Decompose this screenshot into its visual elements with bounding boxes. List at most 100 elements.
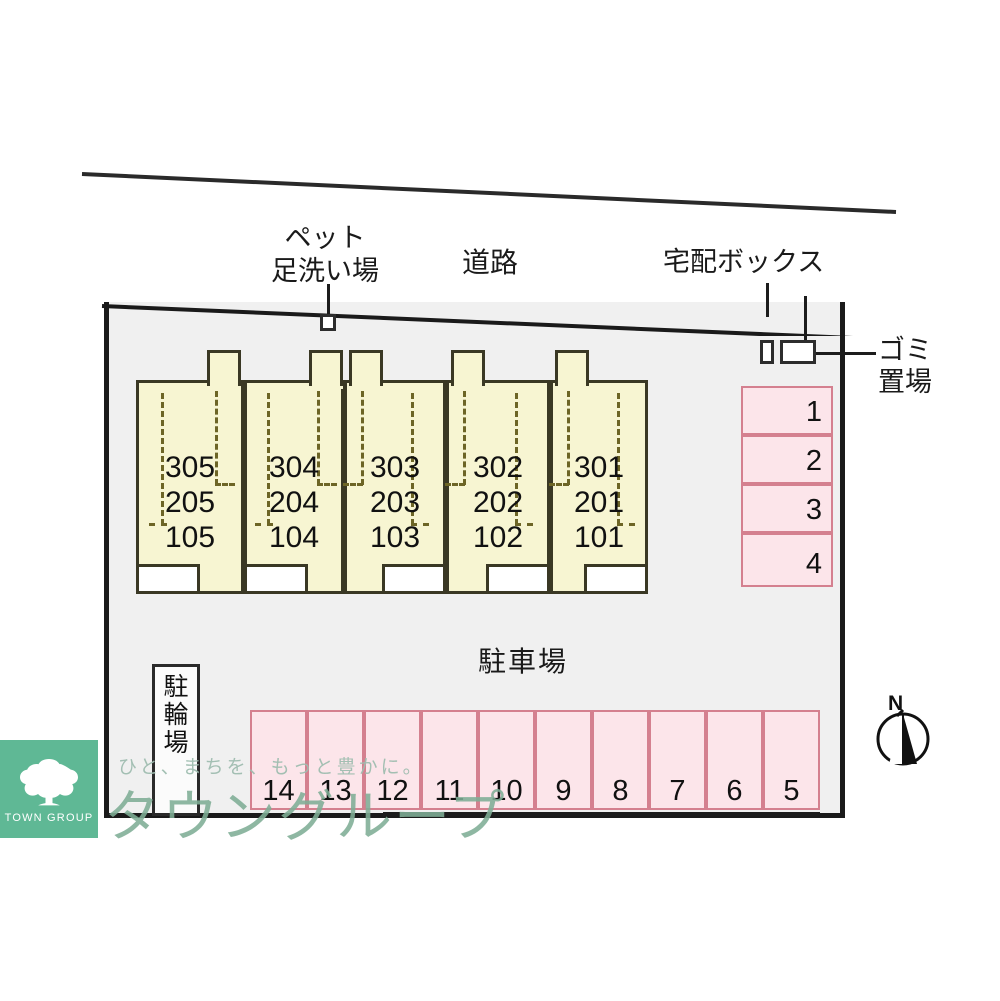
room-numbers-301: 301 201 101 bbox=[553, 450, 645, 555]
parking-stall-13[interactable]: 13 bbox=[307, 710, 364, 810]
parking-stall-4[interactable]: 4 bbox=[741, 533, 833, 587]
parking-stall-number: 11 bbox=[434, 775, 465, 807]
room-numbers-305: 305 205 105 bbox=[139, 450, 241, 555]
parking-stall-7[interactable]: 7 bbox=[649, 710, 706, 810]
pet-wash-label: ペット 足洗い場 bbox=[271, 223, 379, 286]
parking-stall-number: 4 bbox=[805, 548, 822, 580]
room-number: 203 bbox=[369, 485, 421, 519]
compass-rose: N bbox=[872, 692, 934, 772]
parking-stall-10[interactable]: 10 bbox=[478, 710, 535, 810]
partition-dash-foot-303 bbox=[343, 483, 363, 486]
parking-stall-number: 12 bbox=[376, 775, 409, 807]
entrance-balcony-304 bbox=[244, 564, 308, 594]
parking-stall-number: 9 bbox=[555, 775, 572, 807]
unit-column-304[interactable]: 304 204 104 bbox=[244, 350, 344, 594]
stair-notch-305 bbox=[207, 350, 241, 389]
delivery-box-leader-line bbox=[766, 283, 769, 317]
parking-stall-14[interactable]: 14 bbox=[250, 710, 307, 810]
partition-dash-left-301 bbox=[567, 391, 570, 485]
parking-stall-3[interactable]: 3 bbox=[741, 484, 833, 533]
bicycle-parking-char: 場 bbox=[163, 729, 189, 757]
parking-stall-number: 3 bbox=[805, 494, 822, 526]
room-number: 105 bbox=[164, 520, 216, 554]
apartment-building: 305 205 105 304 204 104 bbox=[136, 350, 648, 594]
partition-dash-foot-301 bbox=[549, 483, 569, 486]
entrance-balcony-305 bbox=[136, 564, 200, 594]
parking-stall-1[interactable]: 1 bbox=[741, 386, 833, 435]
entrance-balcony-302 bbox=[486, 564, 550, 594]
room-number: 201 bbox=[573, 485, 625, 519]
partition-dash-foot-305 bbox=[149, 523, 167, 526]
parking-stall-8[interactable]: 8 bbox=[592, 710, 649, 810]
unit-column-303[interactable]: 303 203 103 bbox=[343, 350, 446, 594]
road-edge-line bbox=[81, 172, 897, 214]
garbage-leader-horizontal bbox=[806, 352, 876, 355]
room-number: 304 bbox=[268, 450, 320, 484]
garbage-leader-vertical bbox=[804, 296, 807, 354]
stair-notch-302 bbox=[451, 350, 485, 389]
room-numbers-304: 304 204 104 bbox=[247, 450, 341, 555]
road-label: 道路 bbox=[462, 247, 519, 278]
partition-dash-right-304 bbox=[317, 391, 320, 485]
partition-dash-left-303 bbox=[361, 391, 364, 485]
parking-stall-number: 14 bbox=[262, 775, 295, 807]
bicycle-parking-area[interactable]: 駐 輪 場 bbox=[152, 664, 200, 816]
parking-stall-9[interactable]: 9 bbox=[535, 710, 592, 810]
delivery-box-label: 宅配ボックス bbox=[663, 247, 825, 277]
stair-notch-301 bbox=[555, 350, 589, 389]
parking-stall-number: 2 bbox=[805, 445, 822, 477]
room-number: 302 bbox=[472, 450, 524, 484]
parking-stall-2[interactable]: 2 bbox=[741, 435, 833, 484]
room-number: 102 bbox=[472, 520, 524, 554]
bicycle-parking-char: 輪 bbox=[163, 701, 189, 729]
parking-stall-number: 1 bbox=[805, 396, 822, 428]
parking-stall-number: 8 bbox=[612, 775, 629, 807]
partition-dash-left-305 bbox=[161, 393, 164, 525]
partition-dash-right-303 bbox=[411, 393, 414, 525]
partition-dash-foot-304 bbox=[255, 523, 273, 526]
room-number: 301 bbox=[573, 450, 625, 484]
unit-column-305[interactable]: 305 205 105 bbox=[136, 350, 244, 594]
room-number: 204 bbox=[268, 485, 320, 519]
partition-dash-foot2-303 bbox=[411, 523, 429, 526]
compass-north-label: N bbox=[888, 692, 903, 715]
partition-dash-left-304 bbox=[267, 393, 270, 525]
parking-stall-number: 10 bbox=[490, 775, 523, 807]
room-number: 305 bbox=[164, 450, 216, 484]
parking-row-base-line bbox=[383, 812, 820, 816]
bicycle-parking-char: 駐 bbox=[163, 673, 189, 701]
partition-dash-foot2-305 bbox=[215, 483, 235, 486]
entrance-balcony-303 bbox=[382, 564, 446, 594]
partition-dash-foot2-302 bbox=[515, 523, 533, 526]
parking-stall-5[interactable]: 5 bbox=[763, 710, 820, 810]
parking-stall-11[interactable]: 11 bbox=[421, 710, 478, 810]
parking-stall-number: 13 bbox=[319, 775, 352, 807]
stair-notch-304 bbox=[309, 350, 343, 389]
parking-lot-label: 駐車場 bbox=[478, 646, 569, 677]
parking-stall-number: 5 bbox=[783, 775, 800, 807]
unit-column-301[interactable]: 301 201 101 bbox=[549, 350, 648, 594]
room-number: 205 bbox=[164, 485, 216, 519]
parking-stall-12[interactable]: 12 bbox=[364, 710, 421, 810]
entrance-balcony-301 bbox=[584, 564, 648, 594]
logo-caption: TOWN GROUP bbox=[4, 811, 94, 824]
partition-dash-right-302 bbox=[515, 393, 518, 525]
room-numbers-303: 303 203 103 bbox=[347, 450, 443, 555]
delivery-box-fixture bbox=[760, 340, 774, 364]
room-number: 101 bbox=[573, 520, 625, 554]
unit-column-302[interactable]: 302 202 102 bbox=[445, 350, 550, 594]
partition-dash-right-301 bbox=[617, 393, 620, 525]
town-group-logo: TOWN GROUP bbox=[0, 740, 98, 838]
partition-dash-right-305 bbox=[215, 391, 218, 485]
pet-wash-fixture bbox=[320, 314, 336, 331]
room-number: 103 bbox=[369, 520, 421, 554]
room-number: 303 bbox=[369, 450, 421, 484]
partition-dash-foot2-301 bbox=[617, 523, 635, 526]
parking-stall-6[interactable]: 6 bbox=[706, 710, 763, 810]
room-number: 202 bbox=[472, 485, 524, 519]
pet-wash-leader-line bbox=[327, 284, 330, 316]
partition-dash-left-302 bbox=[463, 391, 466, 485]
room-numbers-302: 302 202 102 bbox=[449, 450, 547, 555]
garbage-enclosure-fixture bbox=[780, 340, 816, 364]
